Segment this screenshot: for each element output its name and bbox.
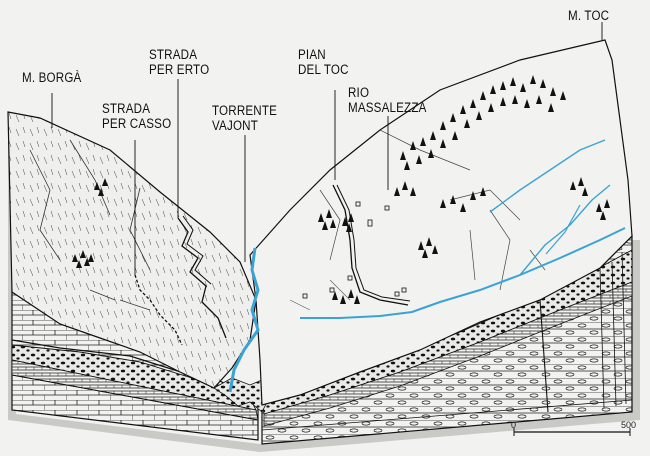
rio-massalezza-stream (300, 227, 626, 319)
right-slope (249, 39, 633, 406)
label-strada-per-erto-line-1: STRADA (149, 47, 198, 62)
label-strada-per-casso-line-1: STRADA (102, 101, 151, 116)
label-torrente-vajont-line-2: VAJONT (212, 118, 258, 133)
scale-bar-start-label: 0 (511, 420, 517, 430)
label-pian-del-toc-line-2: DEL TOC (298, 62, 349, 77)
strada-per-erto-road (177, 217, 227, 339)
label-torrente-vajont: TORRENTE VAJONT (212, 103, 277, 133)
label-m-toc: M. TOC (568, 8, 610, 23)
label-strada-per-casso-line-2: PER CASSO (102, 116, 172, 131)
label-leaders (51, 22, 603, 275)
tributary-3 (545, 204, 581, 255)
label-pian-del-toc: PIAN DEL TOC (298, 47, 349, 77)
label-torrente-vajont-line-1: TORRENTE (212, 103, 278, 118)
label-rio-massalezza-line-2: MASSALEZZA (348, 100, 427, 115)
scale-bar (513, 428, 631, 436)
label-strada-per-erto: STRADA PER ERTO (149, 47, 209, 77)
pian-del-toc-road (332, 184, 409, 306)
label-strada-per-casso: STRADA PER CASSO (102, 101, 171, 131)
strada-per-erto-road-2 (182, 215, 212, 285)
right-cross-section (261, 234, 633, 445)
houses (302, 201, 407, 299)
label-pian-del-toc-line-1: PIAN (298, 47, 326, 62)
strada-per-casso-road (134, 274, 183, 346)
forest-clusters (72, 75, 610, 304)
scale-bar-end-label: 500 (621, 420, 637, 430)
pian-del-toc-road-2 (336, 184, 411, 302)
label-m-borga: M. BORGÀ (22, 70, 82, 85)
tributary-1 (489, 139, 606, 213)
label-strada-per-erto-line-2: PER ERTO (149, 62, 210, 77)
label-rio-massalezza-line-1: RIO (348, 85, 370, 100)
diagram-shadow (8, 115, 640, 452)
tributary-2 (519, 184, 611, 276)
label-rio-massalezza: RIO MASSALEZZA (348, 85, 427, 115)
torrente-vajont-stream (228, 247, 260, 393)
